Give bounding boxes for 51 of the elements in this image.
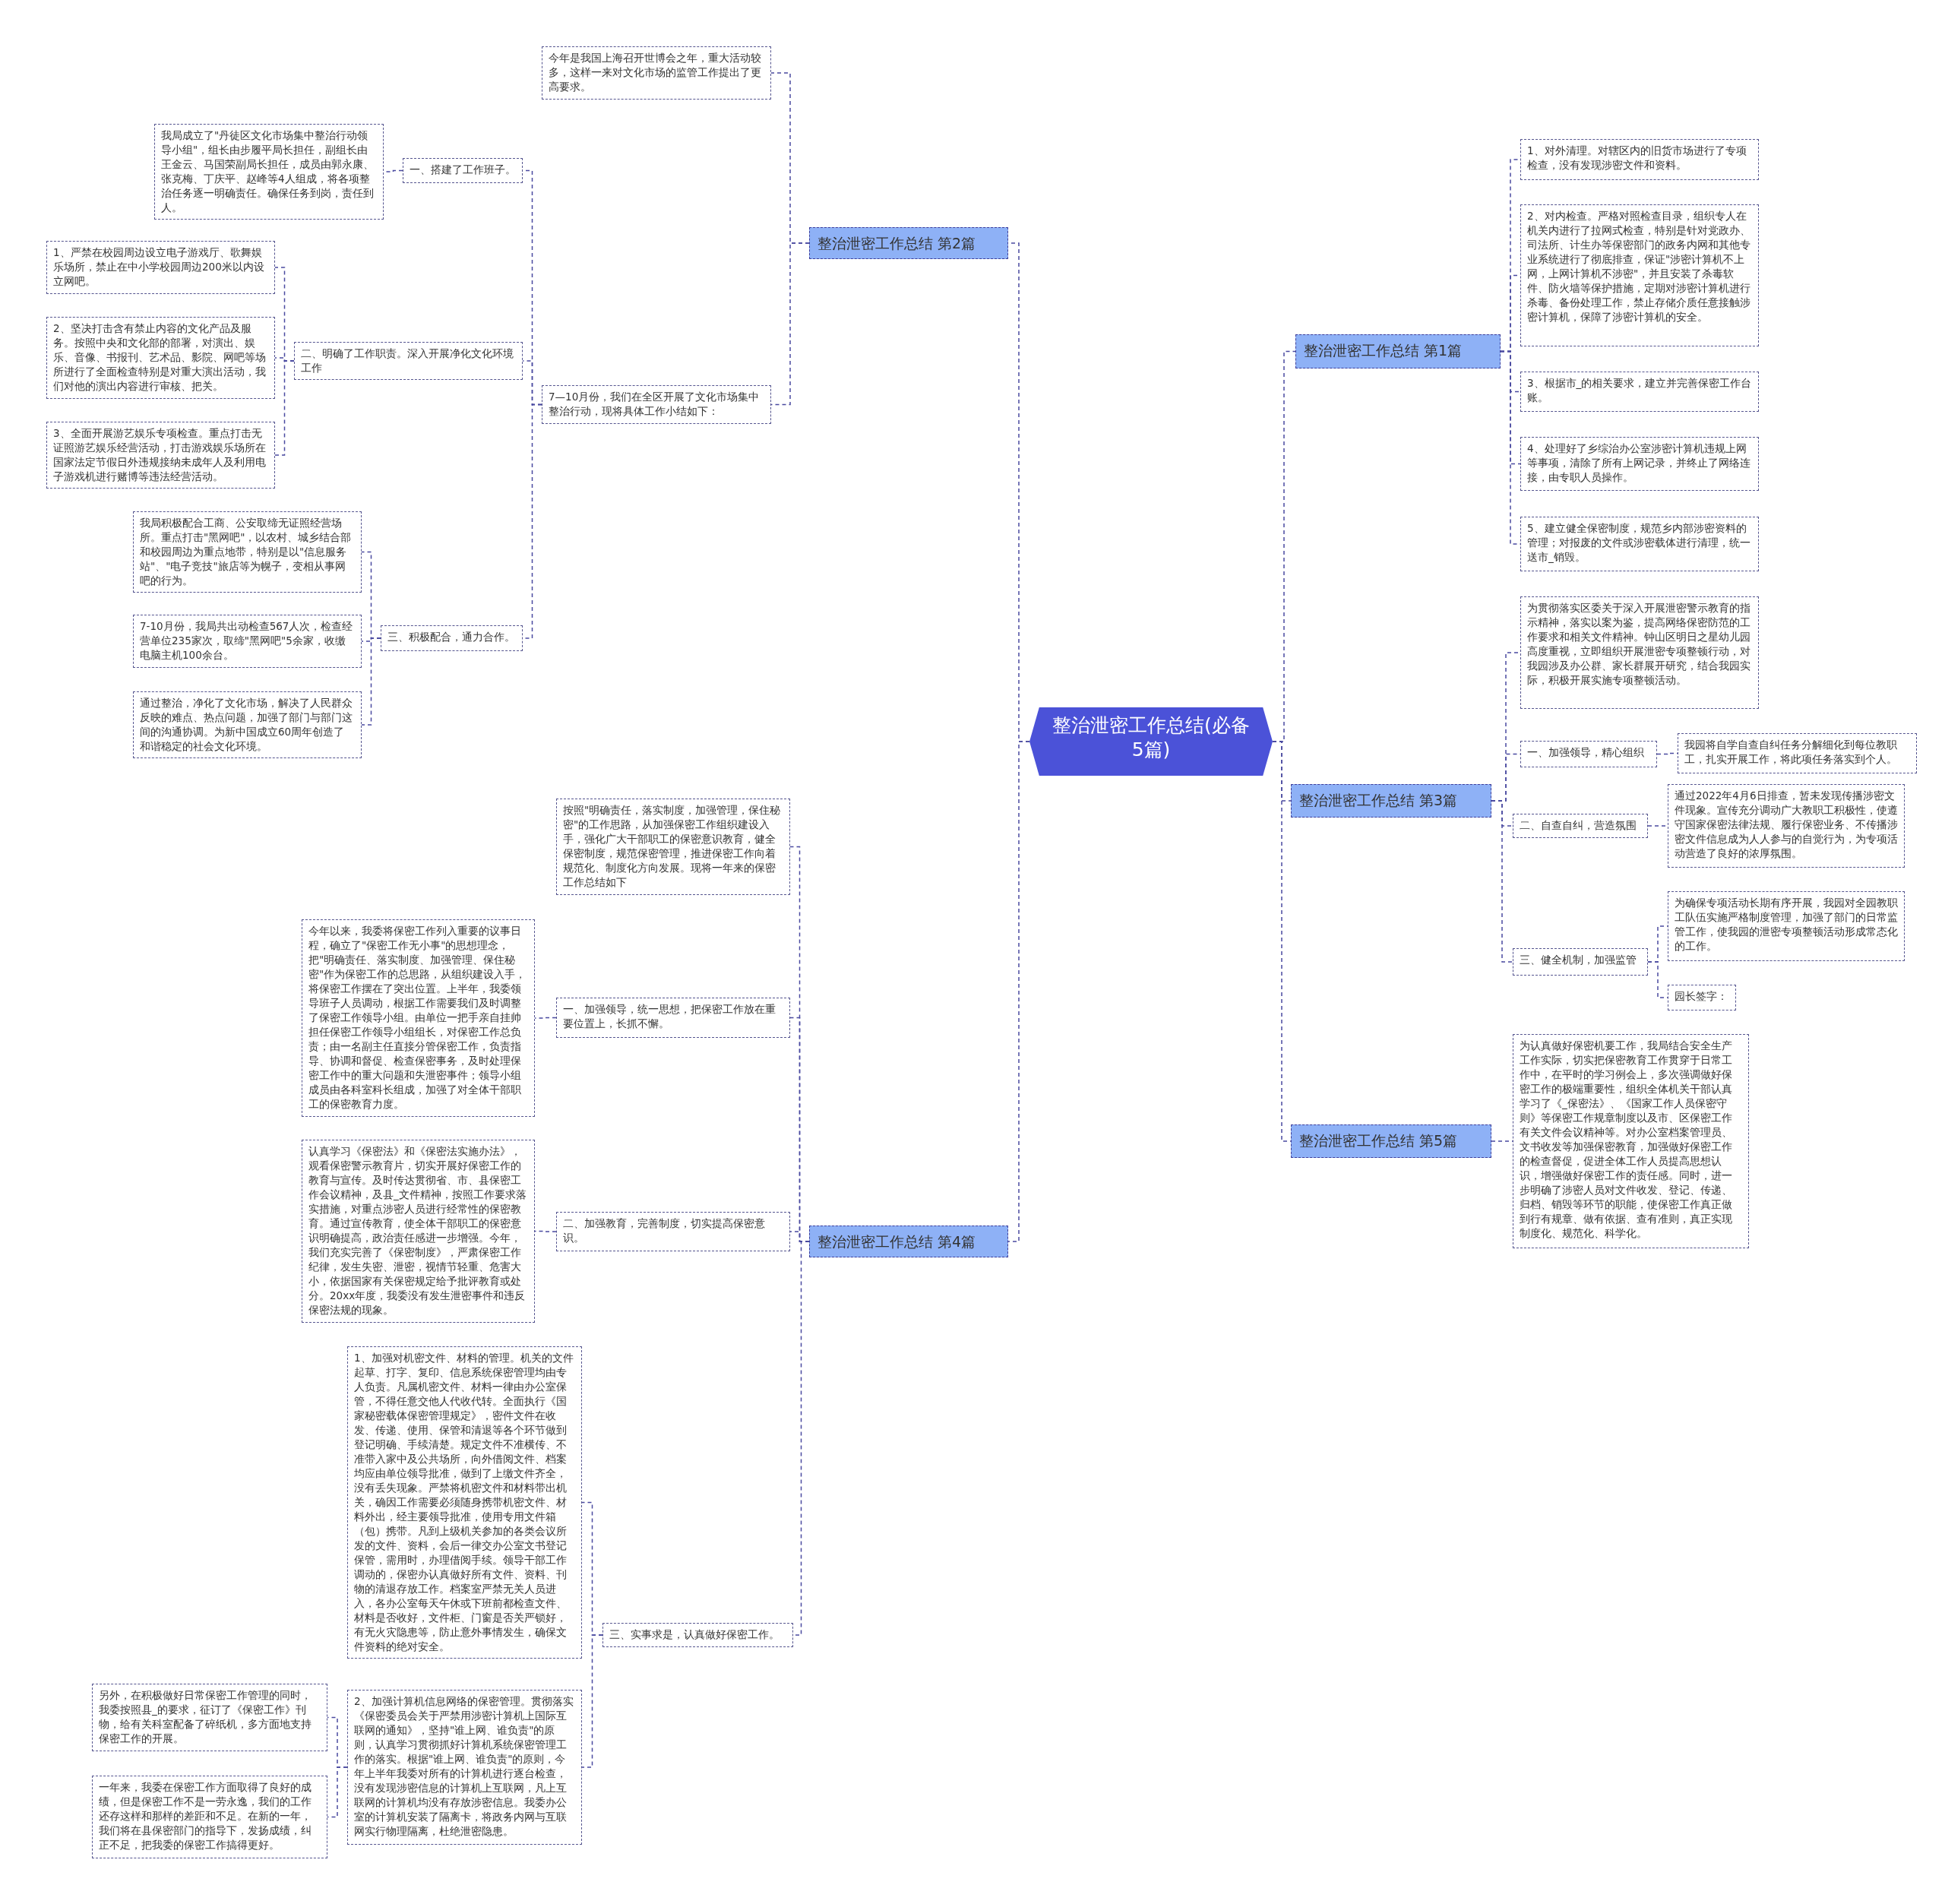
connector-line [361, 637, 381, 726]
note-card: 我园将自学自查自纠任务分解细化到每位教职工，扎实开展工作，将此项任务落实到个人。 [1678, 733, 1917, 773]
note-card: 2、坚决打击含有禁止内容的文化产品及服务。按照中央和文化部的部署，对演出、娱乐、音像、书报刊、艺术品、影院、网吧等场所进行了全面检查特别是对重大演出活动，我们对他的演出内容进行审核、把关。 [46, 317, 275, 399]
note-card: 1、加强对机密文件、材料的管理。机关的文件起草、打字、复印、信息系统保密管理均由专人负责。凡属机密文件、材料一律由办公室保管，不得任意交他人代收代转。全面执行《国家秘密载体保密管理规定》，密件文件在收发、传递、使用、保管和清退等各个环节做到登记明确、手续清楚。规定文件不准横传、不准带入家中及公共场所，向外借阅文件、档案均应由单位领导批准，做到了上缴文件齐全，没有丢失现象。严禁将机密文件和材料带出机关，确因工作需要必须随身携带机密文件、材料外出，经主要领导批准，使用专用文件箱（包）携带。凡到上级机关参加的各类会议所发的文件、资料，会后一律交办公室文书登记保管，需用时，办理借阅手续。领导干部工作调动的，保密办认真做好所有文件、资料、刊物的清退存放工作。档案室严禁无关人员进入，各办公室每天午休或下班前都检查文件、材料是否收好，文件柜、门窗是否关严锁好，有无火灾隐患等，防止意外事情发生，确保文件资料的绝对安全。 [347, 1346, 582, 1659]
note-card: 二、明确了工作职责。深入开展净化文化环境工作 [294, 342, 523, 380]
note-card: 我局积极配合工商、公安取缔无证照经营场所。重点打击"黑网吧"，以农村、城乡结合部和校园周边为重点地带，特别是以"信息服务站"、"电子竞技"旅店等为幌子，变相从事网吧的行为。 [133, 511, 362, 593]
note-card: 园长签字： [1668, 985, 1736, 1011]
note-card: 二、自查自纠，营造氛围 [1513, 814, 1648, 838]
note-card: 4、处理好了乡综治办公室涉密计算机违规上网等事项，清除了所有上网记录，并终止了网络连接，由专职人员操作。 [1520, 437, 1759, 491]
note-card: 通过2022年4月6日排查，暂未发现传播涉密文件现象。宣传充分调动广大教职工积极性，使遵守国家保密法律法规、履行保密业务、不传播涉密文件信息成为人人参与的自觉行为，为专项活动营造了良好的浓厚氛围。 [1668, 784, 1905, 868]
note-card: 为贯彻落实区委关于深入开展泄密警示教育的指示精神，落实以案为鉴，提高网络保密防范的工作要求和相关文件精神。钟山区明日之星幼儿园高度重视，立即组织开展泄密专项整顿行动，对我园涉及办公群、家长群展开研究，结合我园实际，积极开展实施专项整顿活动。 [1520, 596, 1759, 709]
connector-line [1491, 800, 1513, 963]
note-card: 三、健全机制，加强监管 [1513, 948, 1648, 976]
note-card: 2、对内检查。严格对照检查目录，组织专人在机关内进行了拉网式检查，特别是针对党政办、司法所、计生办等保密部门的政务内网和其他专业系统进行了彻底排查，保证"涉密计算机不上网，上网计算机不涉密"，并且安装了杀毒软件、防火墙等保护措施，定期对涉密计算机进行杀毒、备份处理工作，禁止存储介质任意接触涉密计算机，保障了涉密计算机的安全。 [1520, 204, 1759, 346]
note-card: 为确保专项活动长期有序开展，我园对全园教职工队伍实施严格制度管理，加强了部门的日常监管工作，使我园的泄密专项整顿活动形成常态化的工作。 [1668, 891, 1905, 961]
branch-topic: 整治泄密工作总结 第2篇 [809, 227, 1008, 259]
note-card: 我局成立了"丹徒区文化市场集中整治行动领导小组"，组长由步履平局长担任，副组长由王金云、马国荣副局长担任，成员由郭永康、张克梅、丁庆平、赵峰等4人组成，将各项整治任务逐一明确责任。确保任务到岗，责任到人。 [154, 124, 384, 220]
note-card: 一、加强领导，统一思想，把保密工作放在重要位置上，长抓不懈。 [556, 998, 790, 1038]
connector-line [534, 1230, 557, 1232]
note-card: 通过整治，净化了文化市场，解决了人民群众反映的难点、热点问题，加强了部门与部门这间的沟通协调。为新中国成立60周年创造了和谐稳定的社会文化环境。 [133, 691, 362, 758]
note-card: 另外，在积极做好日常保密工作管理的同时，我委按照县_的要求，征订了《保密工作》刊物，给有关科室配备了碎纸机，多方面地支持保密工作的开展。 [92, 1684, 327, 1751]
note-card: 今年以来，我委将保密工作列入重要的议事日程，确立了"保密工作无小事"的思想理念，把"明确责任、落实制度、加强管理、保住秘密"作为保密工作的总思路，从组织建设入手，将保密工作摆在了突出位置。上半年，我委领导班子人员调动，根据工作需要我们及时调整了保密工作领导小组。由单位一把手亲自挂帅担任保密工作领导小组组长，对保密工作总负责；由一名副主任直接分管保密工作，负责指导、协调和督促、检查保密事务，及时处理保密工作中的重大问题和失泄密事件；领导小组成员由各科室科长组成，加强了对全体干部职工的保密教育力度。 [302, 919, 535, 1117]
connector-line [1007, 741, 1030, 1242]
branch-topic: 整治泄密工作总结 第5篇 [1291, 1124, 1491, 1158]
connector-line [327, 1766, 348, 1818]
note-card: 按照"明确责任，落实制度，加强管理，保住秘密"的工作思路，从加强保密工作组织建设入手，强化广大干部职工的保密意识教育，健全保密制度，规范保密管理，推进保密工作向着规范化、制度化方向发展。现将一年来的保密工作总结如下 [556, 799, 790, 895]
note-card: 一、加强领导，精心组织 [1520, 741, 1657, 767]
note-card: 一、搭建了工作班子。 [403, 158, 523, 183]
note-card: 1、严禁在校园周边设立电子游戏厅、歌舞娱乐场所，禁止在中小学校园周边200米以内设立网吧。 [46, 241, 275, 294]
connector-line [274, 360, 295, 456]
note-card: 3、根据市_的相关要求，建立并完善保密工作台账。 [1520, 372, 1759, 412]
branch-topic: 整治泄密工作总结 第4篇 [809, 1226, 1008, 1257]
note-card: 7—10月份，我们在全区开展了文化市场集中整治行动，现将具体工作小结如下： [542, 385, 771, 424]
connector-line [581, 1634, 603, 1768]
note-card: 认真学习《保密法》和《保密法实施办法》，观看保密警示教育片，切实开展好保密工作的教育与宣传。及时传达贯彻省、市、县保密工作会议精神，及县_文件精神，按照工作要求落实措施，对重点涉密人员进行经常性的保密教育。通过宣传教育，使全体干部职工的保密意识明确提高，政治责任感进一步增强。今年，我们充实完善了《保密制度》，严肃保密工作纪律，发生失密、泄密，视情节轻重、危害大小，依据国家有关保密规定给予批评教育或处分。20xx年度，我委没有发生泄密事件和违反保密法规的现象。 [302, 1140, 535, 1323]
branch-topic: 整治泄密工作总结 第1篇 [1295, 334, 1501, 368]
note-card: 三、实事求是，认真做好保密工作。 [602, 1623, 793, 1647]
branch-topic: 整治泄密工作总结 第3篇 [1291, 784, 1491, 818]
note-card: 1、对外清理。对辖区内的旧货市场进行了专项检查，没有发现涉密文件和资料。 [1520, 139, 1759, 180]
note-card: 3、全面开展游艺娱乐专项检查。重点打击无证照游艺娱乐经营活动，打击游戏娱乐场所在国家法定节假日外违规接纳未成年人及利用电子游戏机进行赌博等违法经营活动。 [46, 422, 275, 489]
connector-line [770, 242, 810, 406]
note-card: 今年是我国上海召开世博会之年，重大活动较多，这样一来对文化市场的监管工作提出了更高要求。 [542, 46, 771, 100]
note-card: 5、建立健全保密制度，规范乡内部涉密资料的管理；对报废的文件或涉密载体进行清理，统一送市_销毁。 [1520, 517, 1759, 571]
connector-line [534, 1017, 557, 1019]
note-card: 为认真做好保密机要工作，我局结合安全生产工作实际，切实把保密教育工作贯穿于日常工作中，在平时的学习例会上，多次强调做好保密工作的极端重要性，组织全体机关干部认真学习了《_保密法》、《国家工作人员保密守则》等保密工作规章制度以及市、区保密工作有关文件会议精神等。对办公室档案管理员、文书收发等加强保密教育，加强做好保密工作的检查督促，促进全体工作人员提高思想认识，增强做好保密工作的责任感。同时，进一步明确了涉密人员对文件收发、登记、传递、归档、销毁等环节的职能，使保密工作真正做到行有规章、做有依据、查有准则，真正实现制度化、规范化、科学化。 [1513, 1034, 1749, 1248]
note-card: 7-10月份，我局共出动检查567人次，检查经营单位235家次，取缔"黑网吧"5余家，收缴电脑主机100余台。 [133, 615, 362, 668]
note-card: 2、加强计算机信息网络的保密管理。贯彻落实《保密委员会关于严禁用涉密计算机上国际互联网的通知》，坚持"谁上网、谁负责"的原则，认真学习贯彻抓好计算机系统保密管理工作的落实。根据"谁上网、谁负责"的原则，今年上半年我委对所有的计算机进行逐台检查，没有发现涉密信息的计算机上互联网，凡上互联网的计算机均没有存放涉密信息。我委办公室的计算机安装了隔离卡，将政务内网与互联网实行物理隔离，杜绝泄密隐患。 [347, 1690, 582, 1845]
note-card: 二、加强教育，完善制度，切实提高保密意识。 [556, 1212, 790, 1251]
note-card: 三、积极配合，通力合作。 [381, 625, 523, 651]
central-topic: 整治泄密工作总结(必备5篇) [1029, 707, 1273, 776]
note-card: 一年来，我委在保密工作方面取得了良好的成绩，但是保密工作不是一劳永逸，我们的工作还存这样和那样的差距和不足。在新的一年，我们将在县保密部门的指导下，发扬成绩，纠正不足，把我委的保密工作搞得更好。 [92, 1776, 327, 1858]
